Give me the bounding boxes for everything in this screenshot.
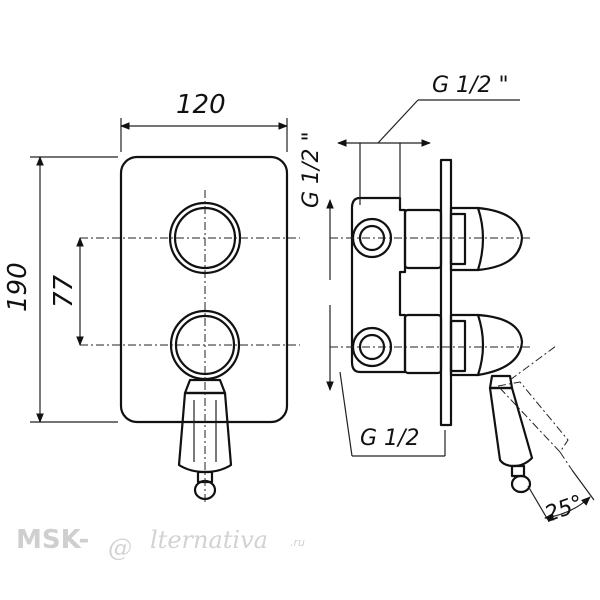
front-view: 120 190 77 bbox=[3, 90, 300, 505]
plate-side bbox=[439, 158, 453, 427]
valve-body bbox=[350, 196, 407, 374]
watermark-at: @ bbox=[108, 534, 132, 562]
watermark: MSK- @ lternativa .ru bbox=[16, 525, 305, 562]
spacing-dimension-label: 77 bbox=[49, 274, 79, 308]
angle-label: 25° bbox=[542, 491, 587, 528]
top-thread-label: G 1/2 " bbox=[432, 73, 509, 98]
wall-plate bbox=[119, 155, 289, 424]
swung-lever-outline bbox=[497, 345, 573, 471]
watermark-suffix: lternativa bbox=[150, 526, 268, 554]
side-lever bbox=[488, 374, 534, 494]
width-dimension-label: 120 bbox=[176, 90, 226, 120]
height-dimension-label: 190 bbox=[3, 262, 33, 312]
side-view: G 1/2 " G 1/2 " G 1/2 25° bbox=[299, 73, 595, 528]
bottom-thread-label: G 1/2 bbox=[360, 426, 419, 451]
watermark-prefix: MSK- bbox=[16, 525, 89, 555]
watermark-domain: .ru bbox=[290, 536, 305, 549]
vertical-thread-label: G 1/2 " bbox=[299, 131, 324, 208]
